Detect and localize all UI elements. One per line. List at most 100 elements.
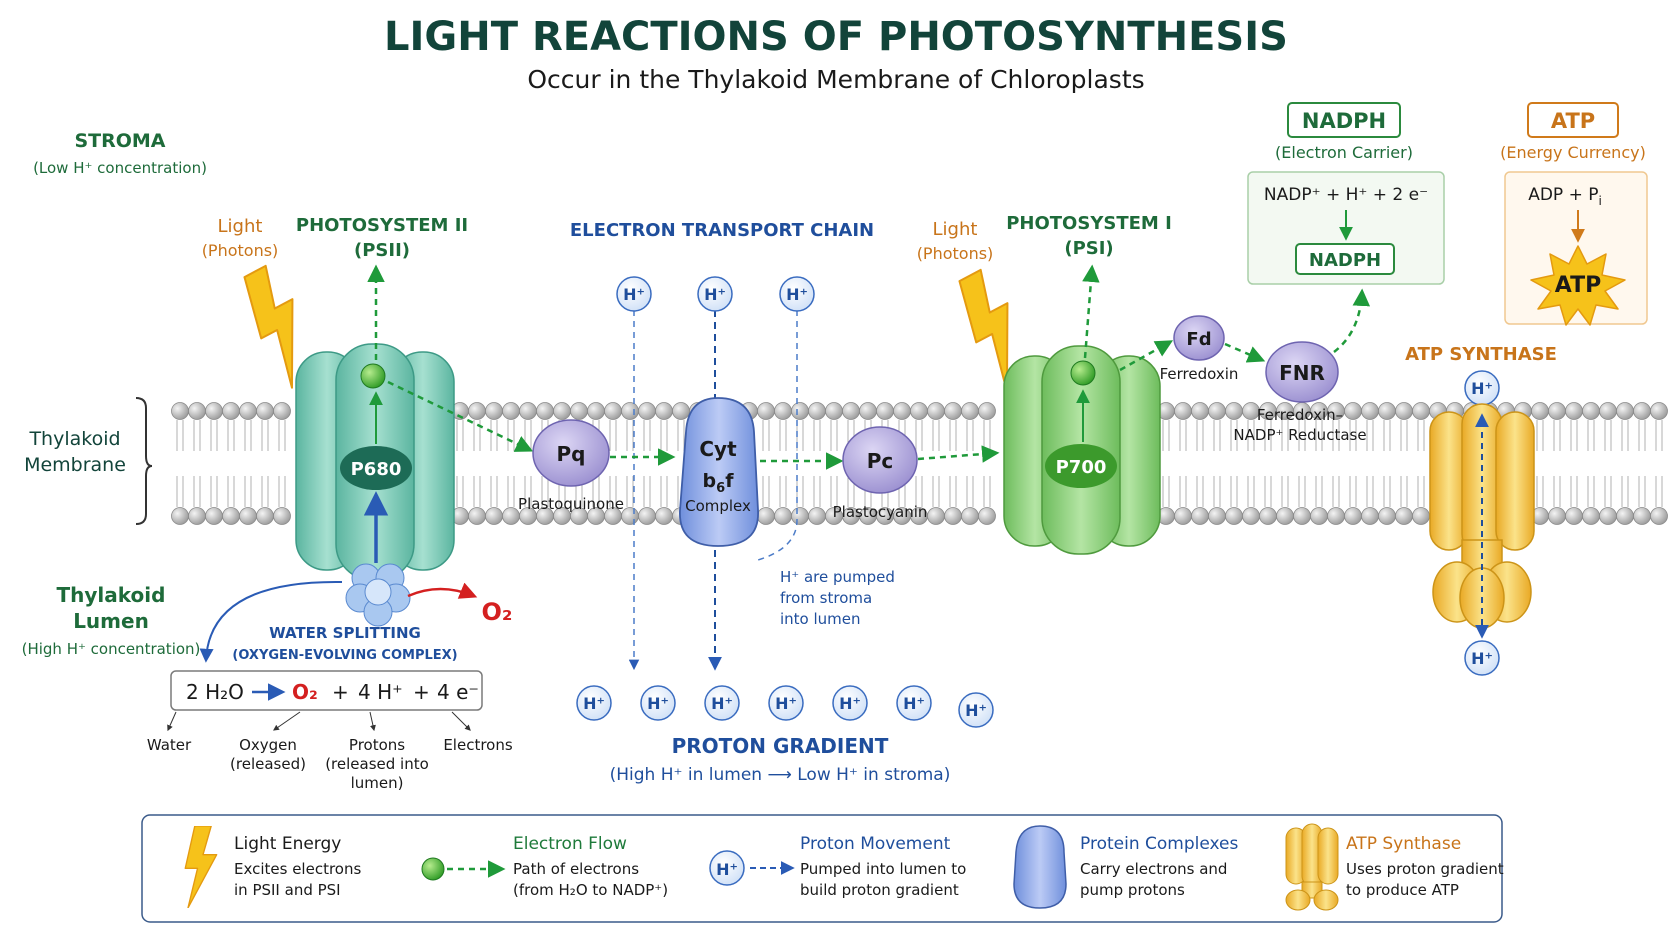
cyt-sub-6: 6 bbox=[716, 481, 725, 496]
lipid-head bbox=[791, 402, 809, 420]
nadph-title: NADPH bbox=[1302, 109, 1386, 133]
cyt-f: f bbox=[725, 470, 734, 492]
psii-light-sub: (Photons) bbox=[202, 241, 279, 260]
eq-label-oxygen-1: Oxygen bbox=[239, 736, 297, 754]
lipid-head bbox=[859, 402, 877, 420]
lipid-head bbox=[1395, 402, 1413, 420]
eq-plus-1: + bbox=[332, 680, 349, 704]
lipid-head bbox=[485, 402, 503, 420]
p680-label: P680 bbox=[351, 459, 402, 480]
lipid-head bbox=[1531, 402, 1549, 420]
psii-to-pq-arrow bbox=[387, 380, 534, 452]
psi-light-label: Light bbox=[933, 219, 978, 240]
lipid-head bbox=[1344, 402, 1362, 420]
lipid-head bbox=[1599, 402, 1617, 420]
legend-proton-symbol: H⁺ bbox=[716, 860, 738, 879]
lipid-head bbox=[876, 402, 894, 420]
hydrogen-ion-circle bbox=[896, 685, 932, 721]
lipid-head bbox=[1616, 507, 1634, 525]
lipid-head bbox=[1599, 507, 1617, 525]
pc-label: Pc bbox=[867, 449, 894, 473]
hydrogen-ion-circle bbox=[576, 685, 612, 721]
photosystem-ii: P680 bbox=[295, 343, 455, 581]
lipid-head bbox=[1412, 507, 1430, 525]
legend-atp-line1: Uses proton gradient bbox=[1346, 860, 1504, 878]
pq-label: Pq bbox=[557, 442, 586, 466]
lipid-head bbox=[222, 402, 240, 420]
cyt-b: b bbox=[703, 470, 717, 492]
lipid-head bbox=[1395, 507, 1413, 525]
lipid-head bbox=[1259, 507, 1277, 525]
hydrogen-ion-label: H⁺ bbox=[704, 285, 726, 304]
psii-light: Light (Photons) bbox=[202, 216, 331, 391]
hydrogen-ion-label: H⁺ bbox=[1471, 649, 1493, 668]
membrane-bracket bbox=[135, 397, 153, 525]
proton-note-2: from stroma bbox=[780, 589, 872, 607]
lipid-head bbox=[927, 507, 945, 525]
eq-water: 2 H₂O bbox=[186, 680, 244, 704]
hydrogen-ions: H⁺H⁺H⁺H⁺H⁺H⁺H⁺H⁺H⁺H⁺H⁺H⁺ bbox=[576, 276, 1500, 728]
stroma-title: STROMA bbox=[74, 130, 165, 152]
water-equation-box bbox=[170, 670, 483, 711]
psii-light-label: Light bbox=[218, 216, 263, 237]
legend-protein-title: Protein Complexes bbox=[1080, 834, 1238, 854]
psii-title: PHOTOSYSTEM II bbox=[296, 215, 468, 236]
lipid-head bbox=[1633, 402, 1651, 420]
hydrogen-ion: H⁺ bbox=[704, 685, 740, 721]
cyt-label-1: Cyt bbox=[699, 437, 737, 461]
water-splitting-title: WATER SPLITTING bbox=[269, 624, 421, 642]
lipid-head bbox=[273, 402, 291, 420]
lipid-head bbox=[171, 402, 189, 420]
lipid-head bbox=[961, 507, 979, 525]
hydrogen-ion-circle bbox=[958, 692, 994, 728]
lipid-head bbox=[205, 402, 223, 420]
ferredoxin-name: Ferredoxin bbox=[1160, 365, 1239, 383]
psi-electron-icon bbox=[1070, 360, 1096, 386]
legend-light-title: Light Energy bbox=[234, 834, 341, 854]
nadph-reaction: NADP⁺ + H⁺ + 2 e⁻ bbox=[1264, 185, 1428, 205]
lipid-head bbox=[757, 507, 775, 525]
lipid-head bbox=[1412, 402, 1430, 420]
eq-plus-2: + bbox=[413, 680, 430, 704]
lipid-head bbox=[638, 402, 656, 420]
lipid-head bbox=[256, 507, 274, 525]
lipid-head bbox=[502, 507, 520, 525]
nadph-sub: (Electron Carrier) bbox=[1275, 143, 1413, 162]
lipid-head bbox=[672, 402, 690, 420]
lipid-head bbox=[621, 402, 639, 420]
lipid-head bbox=[825, 402, 843, 420]
lipid-head bbox=[188, 402, 206, 420]
legend-box bbox=[141, 814, 1503, 923]
lipid-head bbox=[1565, 402, 1583, 420]
lumen-label-1: Thylakoid bbox=[57, 583, 166, 607]
lipid-head bbox=[961, 402, 979, 420]
proton-pump-arrows bbox=[628, 310, 798, 671]
lipid-head bbox=[808, 402, 826, 420]
lipid-head bbox=[774, 402, 792, 420]
hydrogen-ion: H⁺ bbox=[958, 692, 994, 728]
lipid-head bbox=[1293, 507, 1311, 525]
electrons-pointer bbox=[451, 711, 471, 731]
legend-electron-line2: (from H₂O to NADP⁺) bbox=[513, 881, 668, 899]
membrane-label-2: Membrane bbox=[24, 454, 126, 476]
oxygen-release-arrow bbox=[407, 582, 478, 599]
lipid-head bbox=[273, 507, 291, 525]
lipid-head bbox=[1208, 507, 1226, 525]
oxygen-pointer bbox=[273, 711, 301, 731]
lipid-head bbox=[587, 402, 605, 420]
etc-title: ELECTRON TRANSPORT CHAIN bbox=[570, 220, 874, 241]
eq-protons: 4 H⁺ bbox=[358, 680, 403, 704]
nadph-product: NADPH bbox=[1309, 250, 1381, 271]
lipid-head bbox=[570, 402, 588, 420]
legend-light-line2: in PSII and PSI bbox=[234, 881, 341, 899]
lipid-head bbox=[1361, 402, 1379, 420]
nadph-product-box bbox=[1295, 243, 1395, 275]
fnr-enzyme: FNR bbox=[1265, 341, 1339, 403]
lipid-head bbox=[604, 402, 622, 420]
atp-reactant-sub: i bbox=[1598, 194, 1601, 208]
fnr-to-nadph-arrow bbox=[1333, 288, 1371, 353]
lipid-head bbox=[1327, 507, 1345, 525]
legend-proton-line1: Pumped into lumen to bbox=[800, 860, 966, 878]
lipid-head bbox=[1225, 507, 1243, 525]
